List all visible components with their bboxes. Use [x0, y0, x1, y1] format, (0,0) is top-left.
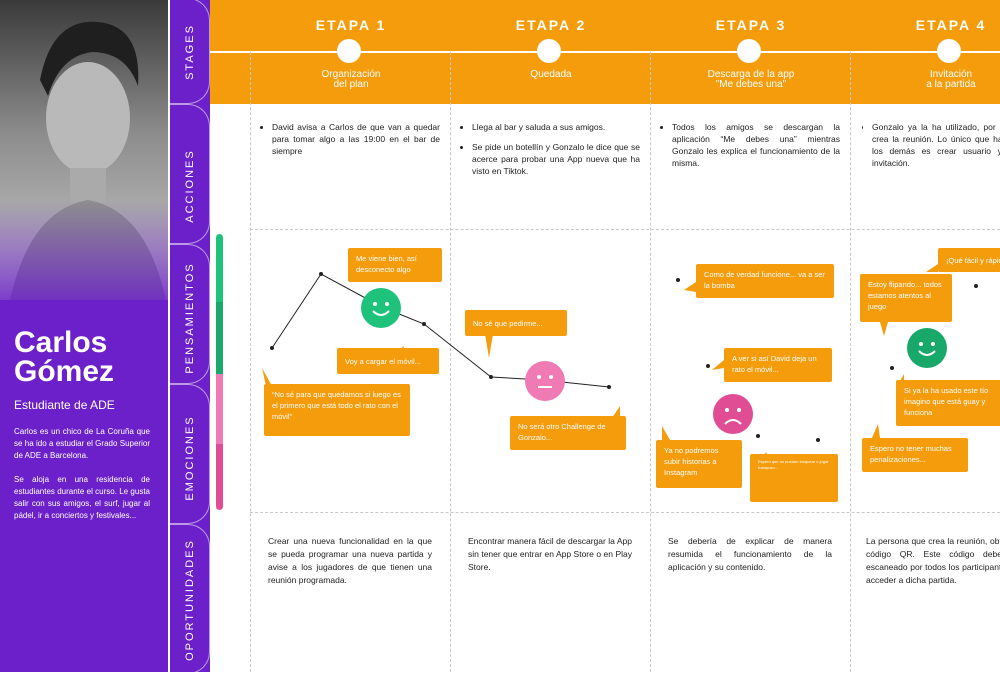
etapa-3-marker	[737, 39, 761, 63]
thought-bubble: A ver si así David deja un rato el móvil…	[724, 348, 832, 382]
thought-bubble: No sé que pedirme...	[465, 310, 567, 336]
etapa-4-title: Invitación a la partida	[926, 69, 976, 90]
etapa-1-title: Organización del plan	[321, 69, 381, 90]
oportunidad-etapa-2: Encontrar manera fácil de descargar la A…	[468, 536, 632, 572]
acciones-etapa-1: David avisa a Carlos de que van a quedar…	[262, 121, 440, 165]
accion-item: Gonzalo ya la ha utilizado, por lo que q…	[872, 121, 1000, 169]
thought-bubble: “No sé para que quedamos si luego es el …	[264, 384, 410, 436]
persona-name-first: Carlos	[14, 326, 108, 359]
emotion-scale-negative	[216, 444, 223, 510]
accion-item: Se pide un botellín y Gonzalo le dice qu…	[472, 141, 640, 177]
bubble-tail	[880, 322, 888, 336]
bubble-tail	[485, 334, 493, 358]
persona-description-2: Se aloja en una residencia de estudiante…	[14, 475, 150, 520]
acciones-etapa-2: Llega al bar y saluda a sus amigos. Se p…	[462, 121, 640, 185]
curve-point	[676, 278, 680, 282]
etapa-2-label: ETAPA 2	[515, 17, 587, 33]
etapa-4-marker	[937, 39, 961, 63]
etapa-1-label: ETAPA 1	[315, 17, 387, 33]
etapa-3-title: Descarga de la app "Me debes una"	[707, 69, 795, 90]
persona-name: Carlos Gómez	[14, 326, 115, 388]
curve-point	[890, 366, 894, 370]
oportunidad-etapa-4-clip: La persona que crea la reunión, obtiene …	[866, 535, 1000, 595]
happy-face-icon	[907, 328, 947, 368]
neutral-face-icon	[525, 361, 565, 401]
happy-face-icon	[361, 288, 401, 328]
curve-point	[974, 284, 978, 288]
sad-face-icon	[713, 394, 753, 434]
etapa-4-label: ETAPA 4	[915, 17, 987, 33]
curve-point	[607, 385, 611, 389]
curve-point	[756, 434, 760, 438]
persona-description-1: Carlos es un chico de La Coruña que se h…	[14, 427, 150, 460]
curve-point	[816, 438, 820, 442]
persona-role: Estudiante de ADE	[14, 398, 115, 412]
thought-bubble: Me viene bien, así desconecto algo	[348, 248, 442, 282]
etapa-2-marker	[537, 39, 561, 63]
oportunidad-etapa-4: La persona que crea la reunión, obtiene …	[866, 536, 1000, 585]
etapa-1-marker	[337, 39, 361, 63]
curve-point	[706, 364, 710, 368]
bubble-tail	[712, 360, 724, 370]
accion-item: David avisa a Carlos de que van a quedar…	[272, 121, 440, 157]
emociones-row-tab	[170, 384, 210, 524]
thought-bubble: Si ya la ha usado este tío imagino que e…	[896, 380, 1000, 426]
column-divider	[450, 52, 451, 672]
acciones-etapa-4: Gonzalo ya la ha utilizado, por lo que q…	[862, 121, 1000, 181]
emotion-scale-happy	[216, 302, 223, 374]
persona-name-last: Gómez	[14, 355, 115, 388]
thought-bubble: Espero no tener muchas penalizaciones...	[862, 438, 968, 472]
thought-bubble: Espero que no puedan bloquear o jugar tr…	[750, 454, 838, 502]
acciones-etapa-3: Todos los amigos se descargan la aplicac…	[662, 121, 840, 177]
thought-bubble: Ya no podremos subir historias a Instagr…	[656, 440, 742, 488]
emotion-scale-positive	[216, 234, 223, 302]
acciones-row-tab	[170, 104, 210, 244]
bubble-tail	[612, 406, 620, 418]
bubble-tail	[662, 426, 670, 440]
column-divider	[250, 52, 251, 672]
etapa-3-label: ETAPA 3	[715, 17, 787, 33]
thought-bubble: Como de verdad funcione... va a ser la b…	[696, 264, 834, 298]
curve-point	[319, 272, 323, 276]
thought-bubble: ¡Qué fácil y rápido!	[938, 248, 1000, 272]
oportunidad-etapa-1: Crear una nueva funcionalidad en la que …	[268, 536, 432, 585]
emotion-scale-neutral	[216, 374, 223, 444]
etapa-2-title: Quedada	[530, 69, 572, 80]
row-divider	[250, 512, 1000, 513]
thought-bubble: No será otro Challenge de Gonzalo...	[510, 416, 626, 450]
column-divider	[650, 52, 651, 672]
curve-point	[270, 346, 274, 350]
bubble-tail	[926, 264, 938, 272]
thought-bubble: Voy a cargar el móvil...	[337, 348, 439, 374]
row-divider	[250, 229, 1000, 230]
pensamientos-row-tab	[170, 244, 210, 384]
curve-point	[489, 375, 493, 379]
thought-bubble: Estoy flipando... todos estamos atentos …	[860, 274, 952, 322]
bubble-tail	[872, 424, 880, 438]
persona-photo-fade	[0, 200, 168, 320]
column-divider	[850, 52, 851, 672]
bubble-tail	[262, 368, 272, 386]
stage-timeline-line	[210, 51, 1000, 53]
oportunidad-etapa-3: Se debería de explicar de manera resumid…	[668, 536, 832, 572]
accion-item: Todos los amigos se descargan la aplicac…	[672, 121, 840, 169]
stages-row-tab	[170, 0, 210, 104]
accion-item: Llega al bar y saluda a sus amigos.	[472, 121, 640, 133]
curve-point	[422, 322, 426, 326]
bubble-tail	[684, 282, 696, 292]
